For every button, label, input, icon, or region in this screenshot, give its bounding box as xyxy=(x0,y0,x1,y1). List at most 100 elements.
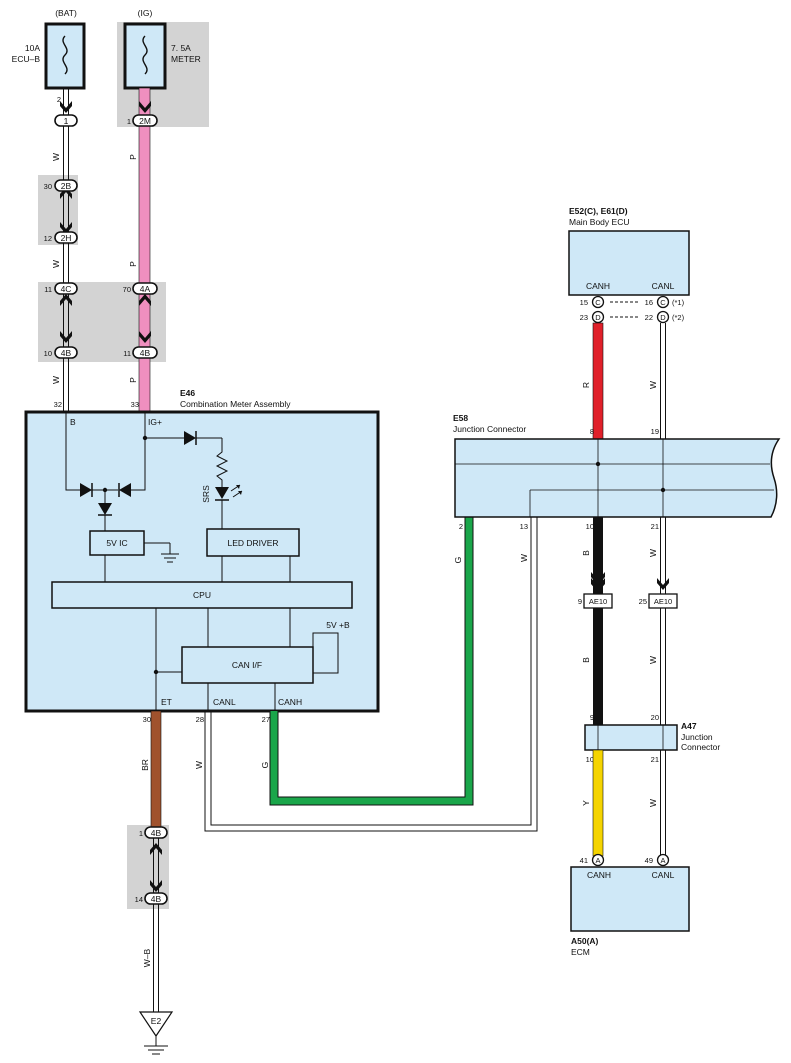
can-if-label: CAN I/F xyxy=(232,660,262,670)
fuse-ecu-b-pin: 2 xyxy=(57,95,61,104)
combination-meter-assembly: E46 Combination Meter Assembly 32 33 B I… xyxy=(24,388,380,724)
wire-y-canh xyxy=(592,749,604,857)
wire-b-canh xyxy=(593,517,603,594)
svg-text:49: 49 xyxy=(645,856,653,865)
wire-color-wb: W–B xyxy=(142,948,152,967)
svg-text:15: 15 xyxy=(580,298,588,307)
svg-text:B: B xyxy=(70,417,76,427)
svg-text:14: 14 xyxy=(135,895,143,904)
svg-text:BR: BR xyxy=(140,759,150,771)
svg-text:AE10: AE10 xyxy=(589,597,607,606)
svg-text:10: 10 xyxy=(586,522,594,531)
cpu-label: CPU xyxy=(193,590,211,600)
svg-text:CANH: CANH xyxy=(586,281,610,291)
connector-2m: 1 2M xyxy=(127,114,158,127)
svg-text:2: 2 xyxy=(459,522,463,531)
svg-text:W: W xyxy=(648,799,658,807)
svg-text:P: P xyxy=(128,377,138,383)
meter-code: E46 xyxy=(180,388,195,398)
svg-text:33: 33 xyxy=(131,400,139,409)
junction-connector-e58: E58 Junction Connector 8 19 2 13 10 21 xyxy=(453,413,781,531)
fuse-ecu-b: (BAT) 10A ECU–B xyxy=(12,8,86,90)
fuse-element-icon xyxy=(142,35,148,75)
svg-text:8: 8 xyxy=(590,427,594,436)
connector-1: 2 1 xyxy=(54,95,78,127)
svg-text:19: 19 xyxy=(651,427,659,436)
ecm-name: ECM xyxy=(571,947,590,957)
fuse-meter-pin: 1 xyxy=(127,117,131,126)
svg-text:AE10: AE10 xyxy=(654,597,672,606)
svg-text:D: D xyxy=(595,313,601,322)
svg-text:W: W xyxy=(51,376,61,384)
svg-text:22: 22 xyxy=(645,313,653,322)
svg-text:Y: Y xyxy=(581,800,591,806)
svg-text:30: 30 xyxy=(44,182,52,191)
svg-text:Junction: Junction xyxy=(681,732,713,742)
5v-b-label: 5V +B xyxy=(326,620,350,630)
svg-text:D: D xyxy=(660,313,666,322)
main-body-ecu-name: Main Body ECU xyxy=(569,217,629,227)
svg-text:B: B xyxy=(581,657,591,663)
svg-text:10: 10 xyxy=(586,755,594,764)
ecm: 41 A 49 A CANH CANL A50(A) ECM xyxy=(570,853,690,957)
connector-4b-w: 10 4B xyxy=(44,346,78,359)
fuse-ecu-b-rating: 10A xyxy=(25,43,40,53)
svg-text:A: A xyxy=(595,856,600,865)
fuse-meter-name: METER xyxy=(171,54,201,64)
svg-text:1: 1 xyxy=(139,829,143,838)
svg-text:(*2): (*2) xyxy=(672,313,685,322)
connector-4c: 11 4C xyxy=(44,282,78,295)
fuse-ecu-b-name: ECU–B xyxy=(12,54,41,64)
svg-text:4B: 4B xyxy=(151,894,162,904)
connector-4a: 70 4A xyxy=(123,282,158,295)
svg-text:R: R xyxy=(581,382,591,388)
ground-e2: E2 xyxy=(138,1011,174,1055)
svg-text:41: 41 xyxy=(580,856,588,865)
wire-w-canl-right xyxy=(660,323,666,856)
svg-text:B: B xyxy=(581,550,591,556)
fuse-meter-rating: 7. 5A xyxy=(171,43,191,53)
svg-text:A: A xyxy=(660,856,665,865)
connector-2h: 12 2H xyxy=(44,231,78,244)
svg-text:W: W xyxy=(51,260,61,268)
svg-text:25: 25 xyxy=(639,597,647,606)
svg-text:C: C xyxy=(660,298,666,307)
bat-supply-label: (BAT) xyxy=(55,8,77,18)
ecm-code: A50(A) xyxy=(571,936,599,946)
svg-text:4B: 4B xyxy=(140,348,151,358)
svg-text:16: 16 xyxy=(645,298,653,307)
svg-text:G: G xyxy=(453,557,463,564)
connector-4b-ground-2: 14 4B xyxy=(135,892,168,905)
srs-led-icon xyxy=(215,484,243,501)
svg-text:10: 10 xyxy=(44,349,52,358)
svg-text:W: W xyxy=(648,656,658,664)
svg-text:21: 21 xyxy=(651,522,659,531)
svg-text:(*1): (*1) xyxy=(672,298,685,307)
connector-4b-p: 11 4B xyxy=(123,346,158,359)
main-body-ecu-code: E52(C), E61(D) xyxy=(569,206,628,216)
svg-text:9: 9 xyxy=(590,713,594,722)
svg-text:20: 20 xyxy=(651,713,659,722)
svg-text:ET: ET xyxy=(161,697,172,707)
e58-code: E58 xyxy=(453,413,468,423)
meter-name: Combination Meter Assembly xyxy=(180,399,291,409)
svg-text:4C: 4C xyxy=(61,284,72,294)
svg-text:4A: 4A xyxy=(140,284,151,294)
svg-text:W: W xyxy=(51,153,61,161)
svg-text:2B: 2B xyxy=(61,181,72,191)
wire-color-labels-left: W P W P W P xyxy=(51,153,138,384)
ground-code: E2 xyxy=(151,1016,162,1026)
connector-arrows-ae10 xyxy=(591,572,669,592)
led-driver-label: LED DRIVER xyxy=(227,538,278,548)
svg-text:IG+: IG+ xyxy=(148,417,162,427)
connector-2b: 30 2B xyxy=(44,179,78,192)
diode-icon xyxy=(80,431,197,516)
wire-w-canl xyxy=(204,517,538,832)
svg-text:G: G xyxy=(260,762,270,769)
svg-text:30: 30 xyxy=(143,715,151,724)
inline-connector-ae10-h: 9 AE10 xyxy=(578,593,613,609)
ground-wire xyxy=(153,838,159,1012)
inline-connector-ae10-l: 25 AE10 xyxy=(639,593,678,609)
svg-text:Connector: Connector xyxy=(681,742,720,752)
